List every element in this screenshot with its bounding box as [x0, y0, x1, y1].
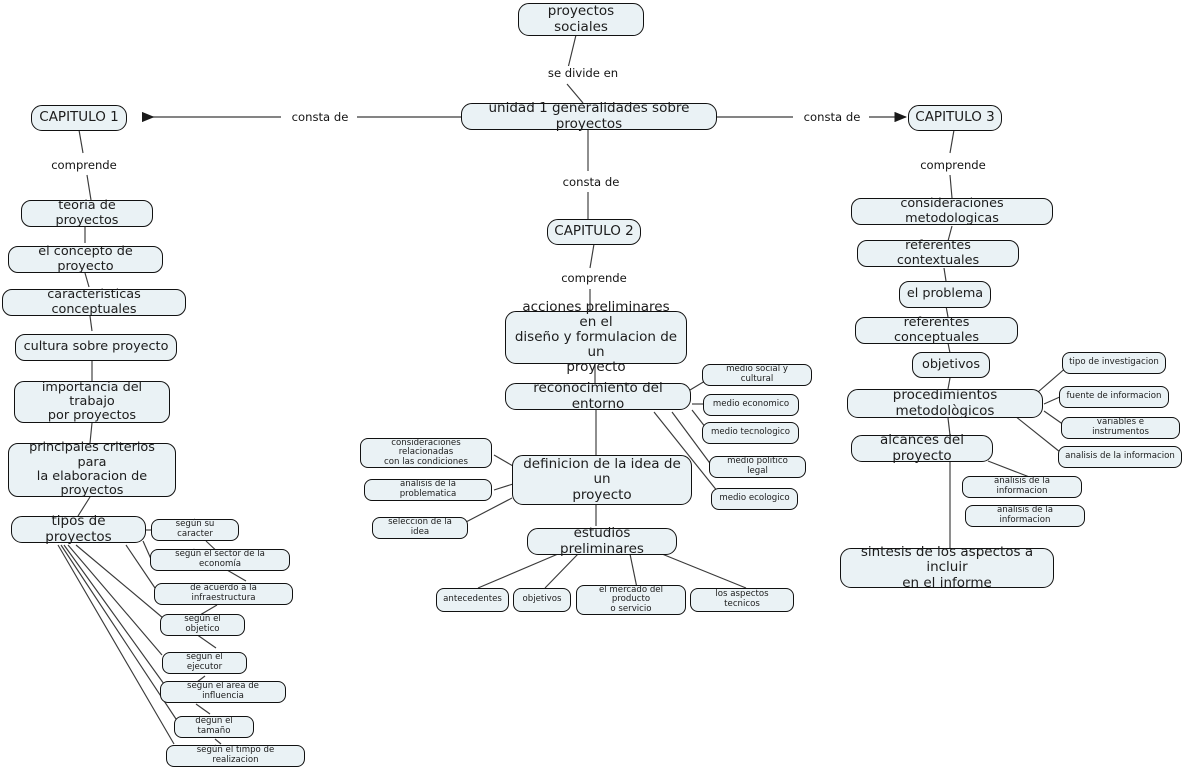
- node-objetivos-capitulo3[interactable]: objetivos: [912, 352, 990, 378]
- node-medio-economico[interactable]: medio economico: [703, 394, 799, 416]
- node-antecedentes[interactable]: antecedentes: [436, 588, 509, 612]
- node-fuente-de-informacion[interactable]: fuente de informacion: [1059, 386, 1169, 408]
- node-medio-politico-legal[interactable]: medio politico legal: [709, 456, 806, 478]
- node-proyectos-sociales[interactable]: proyectos sociales: [518, 3, 644, 36]
- node-definicion-de-la-idea[interactable]: definicion de la idea de un proyecto: [512, 455, 692, 505]
- node-consideraciones-metodologicas[interactable]: consideraciones metodologicas: [851, 197, 1053, 225]
- node-segun-su-caracter[interactable]: según su caracter: [151, 519, 239, 541]
- node-analisis-de-la-informacion-2[interactable]: analisis de la informacion: [965, 505, 1085, 527]
- node-medio-social-y-cultural[interactable]: medio social y cultural: [702, 364, 812, 386]
- node-procedimientos-metodologicos[interactable]: procedimientos metodològicos: [847, 388, 1043, 418]
- link-label-consta-de-centro: consta de: [554, 175, 628, 189]
- node-objetivos-estudios[interactable]: objetivos: [513, 588, 571, 612]
- node-teoria-de-proyectos[interactable]: teoria de proyectos: [21, 199, 153, 227]
- node-reconocimiento-del-entorno[interactable]: reconocimiento del entorno: [505, 381, 691, 411]
- node-cultura-sobre-proyecto[interactable]: cultura sobre proyecto: [15, 334, 177, 361]
- link-label-se-divide-en: se divide en: [535, 66, 631, 80]
- node-principales-criterios[interactable]: principales criterios para la elaboracio…: [8, 441, 176, 498]
- node-sintesis-de-los-aspectos[interactable]: sintesis de los aspectos a incluir en el…: [840, 545, 1054, 590]
- link-label-consta-de-izquierda: consta de: [283, 110, 357, 124]
- node-el-concepto-de-proyecto[interactable]: el concepto de proyecto: [8, 245, 163, 273]
- node-el-problema[interactable]: el problema: [899, 281, 991, 308]
- node-capitulo-1[interactable]: CAPITULO 1: [31, 105, 127, 131]
- node-segun-el-ejecutor[interactable]: segun el ejecutor: [162, 652, 247, 674]
- node-acciones-preliminares[interactable]: acciones preliminares en el diseño y for…: [505, 299, 687, 375]
- node-segun-el-objetico[interactable]: según el objetico: [160, 614, 245, 636]
- node-degun-el-tamano[interactable]: degun el tamaño: [174, 716, 254, 738]
- node-variables-e-instrumentos[interactable]: variables e instrumentos: [1061, 417, 1180, 439]
- node-segun-el-area-de-influencia[interactable]: segun el area de influencia: [160, 681, 286, 703]
- node-caracteristicas-conceptuales[interactable]: caracteristicas conceptuales: [2, 288, 186, 316]
- node-segun-el-timpo-de-realizacion[interactable]: según el timpo de realizacion: [166, 745, 305, 767]
- node-medio-tecnologico[interactable]: medio tecnologico: [702, 422, 799, 444]
- link-label-comprende-3: comprende: [911, 158, 995, 172]
- node-referentes-conceptuales[interactable]: referentes conceptuales: [855, 316, 1018, 344]
- link-label-comprende-2: comprende: [552, 271, 636, 285]
- node-referentes-contextuales[interactable]: referentes contextuales: [857, 239, 1019, 267]
- node-el-mercado-del-producto[interactable]: el mercado del producto o servicio: [576, 585, 686, 615]
- node-tipos-de-proyectos[interactable]: tipos de proyectos: [11, 514, 146, 544]
- node-analisis-de-la-informacion-procedimientos[interactable]: analisis de la informacion: [1058, 446, 1182, 468]
- link-label-consta-de-derecha: consta de: [795, 110, 869, 124]
- node-consideraciones-relacionadas[interactable]: consideraciones relacionadas con las con…: [360, 438, 492, 468]
- node-de-acuerdo-a-la-infraestructura[interactable]: de acuerdo a la infraestructura: [154, 583, 293, 605]
- node-seleccion-de-la-idea[interactable]: seleccion de la idea: [372, 517, 468, 539]
- node-medio-ecologico[interactable]: medio ecologico: [711, 488, 798, 510]
- link-label-comprende-1: comprende: [42, 158, 126, 172]
- node-capitulo-3[interactable]: CAPITULO 3: [908, 105, 1002, 131]
- node-analisis-de-la-informacion-1[interactable]: analisis de la informacion: [962, 476, 1082, 498]
- node-capitulo-2[interactable]: CAPITULO 2: [547, 219, 641, 245]
- node-tipo-de-investigacion[interactable]: tipo de investigacion: [1062, 352, 1166, 374]
- node-importancia-del-trabajo[interactable]: importancia del trabajo por proyectos: [14, 380, 170, 423]
- node-analisis-de-la-problematica[interactable]: analisis de la problematica: [364, 479, 492, 501]
- node-los-aspectos-tecnicos[interactable]: los aspectos tecnicos: [690, 588, 794, 612]
- node-segun-el-sector-de-la-economia[interactable]: según el sector de la economía: [150, 549, 290, 571]
- node-estudios-preliminares[interactable]: estudios preliminares: [527, 526, 677, 556]
- node-alcances-del-proyecto[interactable]: alcances del proyecto: [851, 433, 993, 463]
- node-unidad-1[interactable]: unidad 1 generalidades sobre proyectos: [461, 101, 717, 131]
